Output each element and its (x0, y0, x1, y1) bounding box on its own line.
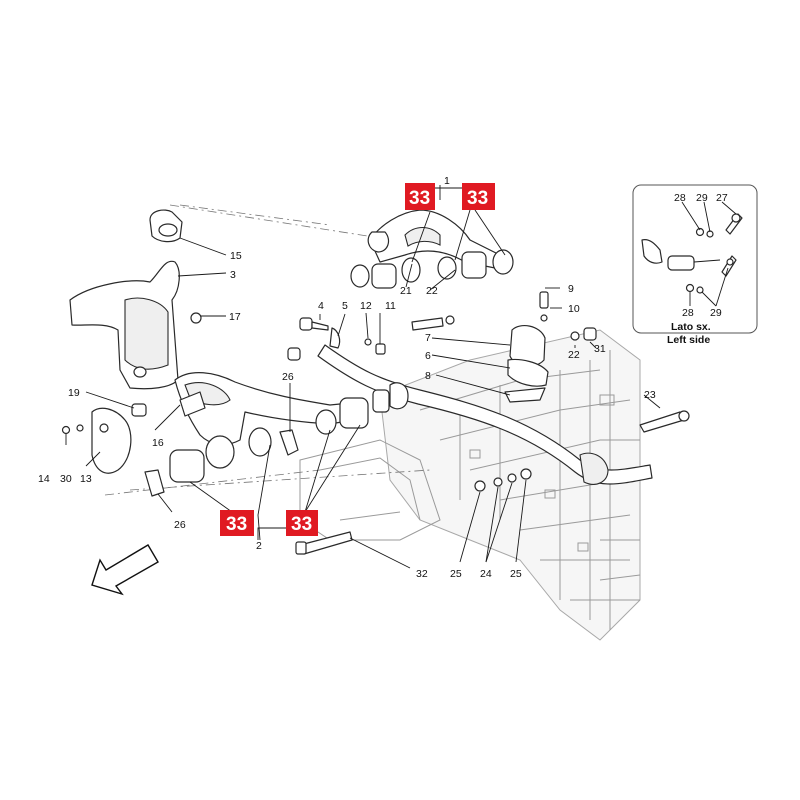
svg-text:33: 33 (409, 188, 430, 209)
callout-25-left: 25 (450, 568, 462, 580)
callout-8: 8 (425, 370, 431, 382)
stabilizer-links (287, 317, 341, 361)
inset-callout-29-top: 29 (696, 192, 708, 204)
callout-22-right: 22 (568, 349, 580, 361)
inset-title-italian: Lato sx. (671, 321, 711, 333)
inset-title-english: Left side (667, 334, 710, 346)
callout-11: 11 (385, 300, 396, 312)
callout-25-right: 25 (510, 568, 522, 580)
inset-callout-28-top: 28 (674, 192, 686, 204)
callout-14: 14 (38, 473, 50, 485)
callout-16: 16 (152, 437, 164, 449)
reference-label-top-right: 33 (462, 183, 495, 210)
steering-knuckle (69, 260, 180, 390)
inset-left-side: 28 29 27 28 29 Lato sx. Left side (632, 184, 758, 346)
reference-label-bottom-left: 33 (220, 510, 254, 536)
callout-12: 12 (360, 300, 372, 312)
callout-5: 5 (342, 300, 348, 312)
callout-17: 17 (229, 311, 241, 323)
inset-callout-28-bottom: 28 (682, 307, 694, 319)
callout-labels: 1 15 3 17 4 5 12 11 21 22 9 10 7 6 8 22 … (38, 175, 656, 580)
callout-2: 2 (256, 540, 262, 552)
callout-21: 21 (400, 285, 412, 297)
callout-1: 1 (444, 175, 450, 187)
callout-26-upper: 26 (282, 371, 294, 383)
lower-bushings (169, 389, 390, 483)
bracket-part (91, 407, 132, 474)
callout-6: 6 (425, 350, 431, 362)
callout-32: 32 (416, 568, 428, 580)
callout-10: 10 (568, 303, 580, 315)
callout-22-upper: 22 (426, 285, 438, 297)
assembly-dashed-lines (104, 204, 431, 496)
stabilizer-bushing (504, 324, 549, 403)
reference-label-top-left: 33 (405, 183, 435, 210)
svg-text:33: 33 (467, 188, 488, 209)
callout-9: 9 (568, 283, 574, 295)
callout-13: 13 (80, 473, 92, 485)
callout-4: 4 (318, 300, 324, 312)
clamp-part (149, 209, 183, 243)
inset-callout-27: 27 (716, 192, 728, 204)
fasteners (61, 291, 690, 555)
svg-text:33: 33 (291, 514, 312, 535)
callout-19: 19 (68, 387, 80, 399)
callout-3: 3 (230, 269, 236, 281)
inset-callout-29-bottom: 29 (710, 307, 722, 319)
reference-label-bottom-right: 33 (286, 510, 318, 536)
callout-23: 23 (644, 389, 656, 401)
svg-text:33: 33 (226, 514, 247, 535)
stabilizer-bar (317, 344, 653, 485)
callout-26-lower: 26 (174, 519, 186, 531)
callout-31: 31 (594, 343, 606, 355)
leader-lines (65, 185, 661, 569)
upper-bushings (350, 249, 514, 289)
callout-30: 30 (60, 473, 72, 485)
callout-7: 7 (425, 332, 431, 344)
callout-24: 24 (480, 568, 492, 580)
front-direction-arrow-icon (91, 544, 159, 596)
callout-15: 15 (230, 250, 242, 262)
